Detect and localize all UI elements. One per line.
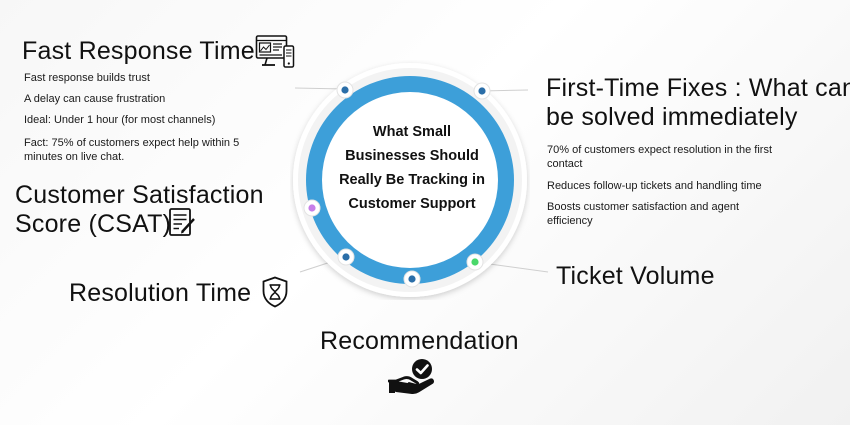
ticket-volume-heading: Ticket Volume [556, 262, 715, 290]
first-time-fixes-heading-line1: First-Time Fixes : What can [546, 74, 850, 102]
first-time-fixes-point: 70% of customers expect resolution in th… [547, 144, 772, 170]
resolution-time-heading: Resolution Time [69, 279, 252, 307]
node-ticket-volume[interactable] [466, 253, 484, 271]
first-time-fixes-point: Reduces follow-up tickets and handling t… [547, 179, 762, 192]
hourglass-icon [262, 276, 288, 308]
fast-response-fact: Fact: 75% of customers expect help withi… [24, 137, 240, 163]
fast-response-point: Fast response builds trust [24, 72, 150, 84]
central-ring [293, 63, 527, 297]
first-time-fixes-point: Boosts customer satisfaction and agent e… [547, 201, 739, 227]
fast-response-point: A delay can cause frustration [24, 92, 166, 105]
center-title: What Small Businesses Should Really Be T… [339, 124, 485, 212]
node-fast-response[interactable] [336, 81, 354, 99]
node-csat[interactable] [303, 199, 321, 217]
fast-response-point: Ideal: Under 1 hour (for most channels) [24, 113, 216, 126]
csat-heading-line2: Score (CSAT) [15, 210, 172, 238]
survey-clipboard-icon [169, 208, 195, 236]
fast-response-heading: Fast Response Time [22, 37, 255, 65]
first-time-fixes-points: 70% of customers expect resolution in th… [547, 144, 782, 235]
csat-heading-line1: Customer Satisfaction [15, 181, 264, 209]
node-resolution-time[interactable] [337, 248, 355, 266]
fast-response-points: Fast response builds trust A delay can c… [24, 72, 264, 171]
monitor-dashboard-icon [255, 35, 295, 68]
node-recommendation[interactable] [403, 270, 421, 288]
node-first-time-fixes[interactable] [473, 82, 491, 100]
recommendation-heading: Recommendation [320, 327, 519, 355]
first-time-fixes-heading-line2: be solved immediately [546, 103, 798, 131]
hand-check-icon [388, 359, 434, 395]
